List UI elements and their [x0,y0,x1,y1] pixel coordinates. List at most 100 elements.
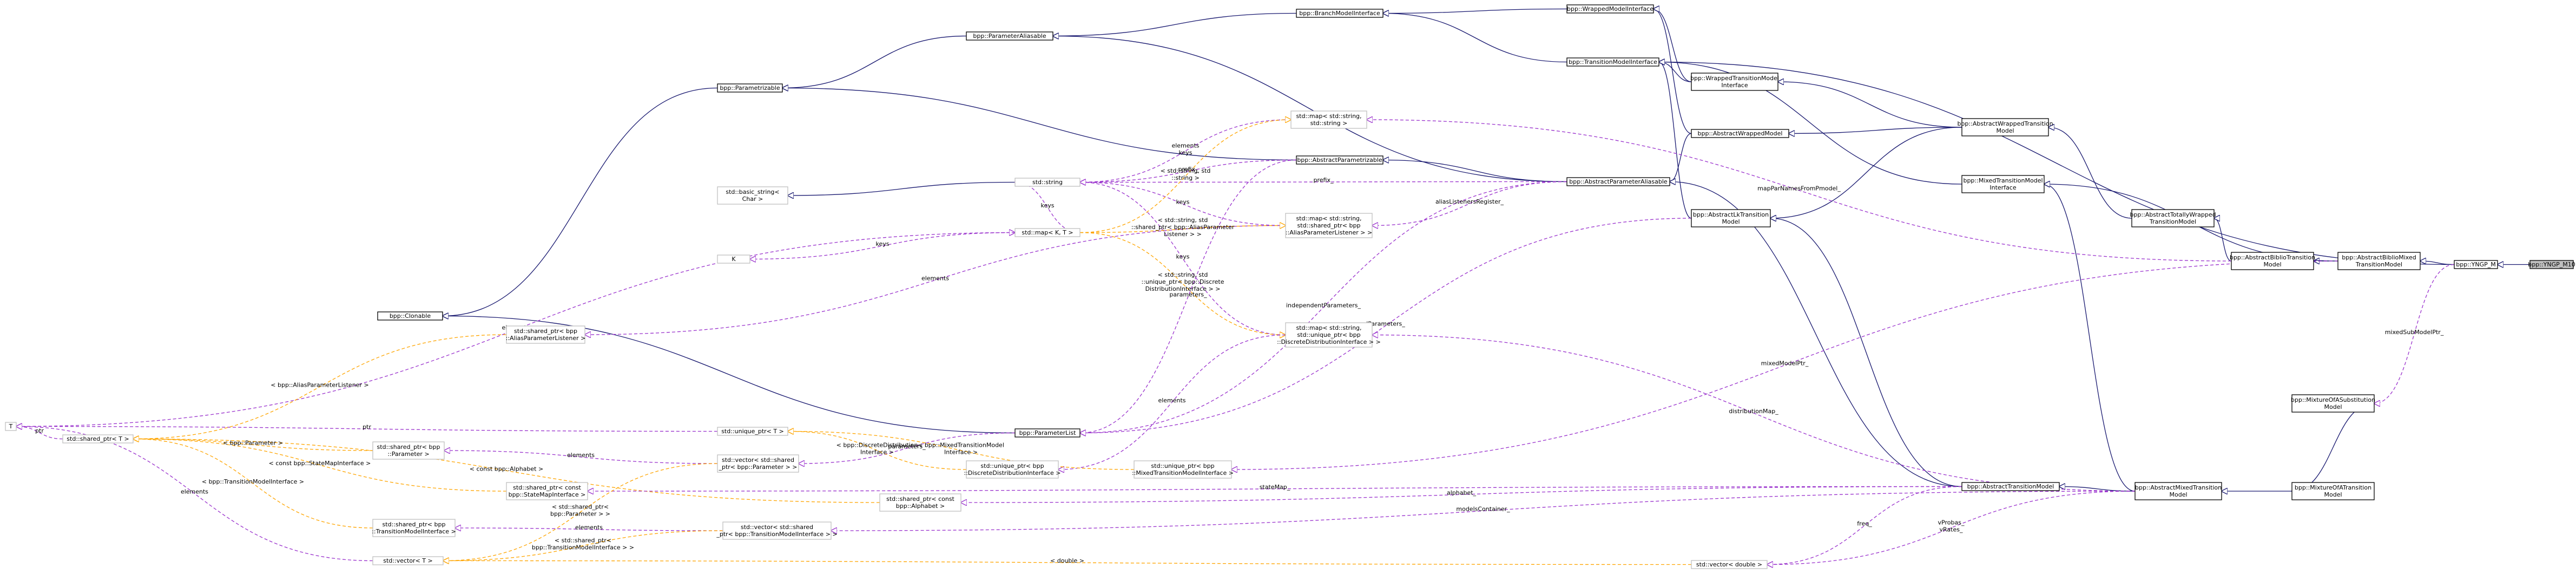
edge-label: ptr [35,427,44,434]
edge-spt-to-spa [133,439,880,503]
node-upt[interactable]: std::unique_ptr< T > [717,427,788,436]
node-pal[interactable]: bpp::ParameterAliasable [966,31,1053,41]
edge-mapkt-to-t [16,233,1015,427]
node-box [2454,260,2498,269]
edge-label: Interface > [944,448,978,455]
node-label: std::unique_ptr< T > [721,428,784,435]
node-k[interactable]: K [717,255,750,264]
node-label: std::map< std::string, [1296,113,1361,120]
node-label: bpp::WrappedTransitionModel [1690,75,1779,82]
node-label: bpp::MixtureOfASubstitution [2291,396,2375,403]
node-prm[interactable]: bpp::Parametrizable [717,83,783,93]
node-apz[interactable]: bpp::AbstractParametrizable [1296,155,1383,165]
node-atw[interactable]: bpp::AbstractTotallyWrappedTransitionMod… [2130,209,2216,227]
edge-label: DistributionInterface > > [1145,285,1221,292]
edge-label: < std::shared_ptr< [555,537,611,544]
edge-bmi-to-tmi [1383,14,1567,63]
node-vsptm[interactable]: std::vector< std::shared_ptr< bpp::Trans… [716,521,838,540]
edge-label: alphabet_ [1447,489,1477,496]
node-ypsmxd: bpp::YNGP_M10 [2528,260,2575,269]
node-box [2131,209,2215,227]
node-label: bpp::Alphabet > [896,503,945,510]
node-box [1285,213,1373,238]
node-box [1566,57,1659,67]
node-label: std::shared_ptr< T > [67,435,129,442]
node-label: bpp::AbstractTransitionModel [1967,483,2054,490]
node-updd[interactable]: std::unique_ptr< bpp::DiscreteDistributi… [964,460,1061,479]
edge-label: parameters_ [888,443,926,450]
node-plist[interactable]: bpp::ParameterList [1014,428,1081,438]
node-cln[interactable]: bpp::Clonable [377,311,443,321]
node-spapl[interactable]: std::shared_ptr< bpp::AliasParameterList… [506,325,586,344]
node-label: bpp::AbstractBiblioMixed [2342,254,2416,261]
node-label: bpp::AbstractTotallyWrapped [2130,211,2216,218]
edge-cln-to-prm [443,87,718,316]
node-vsp[interactable]: std::vector< std::shared_ptr< bpp::Param… [717,454,799,473]
node-box [1296,9,1383,18]
edge-label: < bpp::TransitionModelInterface > [202,478,304,485]
node-label: bpp::AbstractBiblioTransition [2230,254,2315,261]
node-label: std::shared_ptr< const [513,484,581,491]
node-yngpm[interactable]: bpp::YNGP_M [2454,260,2498,269]
node-label: Model [1996,127,2014,134]
node-label: TransitionModel [2149,218,2196,225]
edge-label: < bpp::AliasParameterListener > [271,381,368,388]
node-mapkt[interactable]: std::map< K, T > [1014,228,1081,237]
edge-vsp-to-plist [799,432,1016,464]
node-label: std::shared_ptr< bpp [1297,222,1361,229]
node-mapss[interactable]: std::map< std::string,std::string > [1290,110,1367,129]
node-label: bpp::StateMapInterface > [509,491,586,498]
node-vt[interactable]: std::vector< T > [372,556,444,565]
node-box [2529,260,2574,269]
node-box [2291,482,2375,500]
node-box [1014,428,1081,438]
edge-label: aliasListenersRegister_ [1435,198,1504,205]
node-awm[interactable]: bpp::AbstractWrappedModel [1691,129,1789,138]
node-sptm[interactable]: std::shared_ptr< bpp::TransitionModelInt… [372,519,456,537]
edge-mapss-to-mapkt [1079,120,1291,233]
edge-spt-to-spp [133,439,373,451]
node-wmi[interactable]: bpp::WrappedModelInterface [1566,4,1654,14]
node-atm[interactable]: bpp::AbstractTransitionModel [1961,482,2060,491]
node-box [2291,394,2375,413]
node-upmx[interactable]: std::unique_ptr< bpp::MixedTransitionMod… [1132,460,1234,479]
node-label: bpp::BranchModelInterface [1299,10,1380,17]
node-spsm[interactable]: std::shared_ptr< constbpp::StateMapInter… [506,482,588,500]
node-label: Model [2324,403,2342,410]
node-box [717,255,750,264]
node-label: bpp::WrappedModelInterface [1567,5,1653,12]
edge-mxofas-to-yngpm [2374,264,2455,404]
node-tmi[interactable]: bpp::TransitionModelInterface [1566,57,1659,67]
node-box [5,422,17,431]
edge-vt-to-vd [443,561,1692,565]
node-vd[interactable]: std::vector< double > [1691,560,1768,569]
node-bstr[interactable]: std::basic_string<Char > [717,186,788,205]
node-spt[interactable]: std::shared_ptr< T > [62,434,134,443]
node-label: std::shared_ptr< const [886,495,954,503]
edge-spt-to-sptm [133,439,373,529]
node-label: Model [2324,491,2342,498]
node-mtmi[interactable]: bpp::MixedTransitionModelInterface [1961,175,2045,193]
edge-awt-to-atw [2048,127,2132,219]
edge-vsptm-to-amx [831,491,2136,531]
node-str[interactable]: std::string [1014,178,1081,187]
node-mapdd[interactable]: std::map< std::string,std::unique_ptr< b… [1277,322,1381,348]
node-spp[interactable]: std::shared_ptr< bpp::Parameter > [372,441,445,460]
node-apa[interactable]: bpp::AbstractParameterAliasable [1566,177,1670,186]
edge-plist-to-alt [1080,218,1692,433]
node-mapapl[interactable]: std::map< std::string,std::shared_ptr< b… [1285,213,1373,238]
node-t[interactable]: T [5,422,17,431]
node-label: TransitionModel [2355,261,2402,268]
node-bmi[interactable]: bpp::BranchModelInterface [1296,9,1383,18]
node-box [377,311,443,321]
node-label: Interface [1989,184,2016,191]
